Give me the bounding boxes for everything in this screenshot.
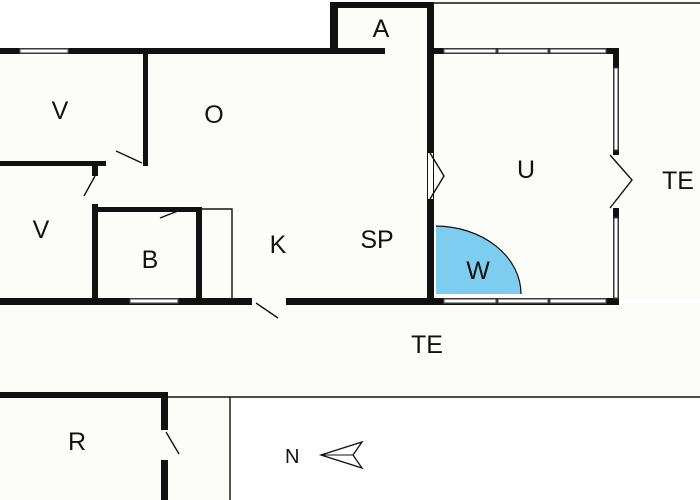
door-swing	[159, 208, 184, 219]
compass: N	[285, 440, 364, 470]
window	[129, 298, 179, 304]
door-swing	[165, 431, 180, 455]
door-swing	[115, 150, 143, 164]
room-label-u: U	[517, 156, 535, 184]
terrace-floor-bottom	[0, 303, 700, 398]
window	[549, 298, 607, 304]
door-opening	[609, 155, 623, 208]
room-labels: A O V V B K SP U W TE TE R	[33, 15, 694, 456]
room-label-o: O	[204, 101, 223, 129]
door-opening	[428, 153, 433, 199]
storage-room-floor	[0, 396, 163, 500]
room-label-k: K	[270, 231, 287, 259]
wellness-area	[436, 226, 521, 294]
door-swing	[609, 154, 633, 209]
room-label-r: R	[68, 428, 86, 456]
room-label-v-top: V	[52, 97, 69, 125]
room-label-a: A	[373, 15, 390, 43]
window	[497, 298, 549, 304]
door-swing	[429, 152, 445, 200]
outdoor-outlines	[165, 2, 700, 500]
thin-partitions	[202, 208, 233, 298]
compass-label: N	[285, 446, 299, 468]
window	[613, 217, 619, 299]
room-label-w: W	[466, 257, 490, 285]
door-swing	[255, 302, 279, 319]
door-opening	[252, 297, 286, 306]
window	[19, 48, 69, 54]
wellness-door-arc	[435, 225, 522, 295]
room-label-te-bottom: TE	[411, 331, 443, 359]
door-swing	[83, 175, 96, 197]
annex-floor	[334, 5, 430, 53]
window	[613, 67, 619, 151]
lower-terrace-outline	[229, 396, 700, 500]
door-opening	[160, 430, 169, 460]
door-opening	[91, 176, 99, 204]
window	[549, 48, 607, 54]
doors	[83, 150, 633, 460]
room-label-v-bottom: V	[33, 216, 50, 244]
windows	[19, 48, 619, 304]
room-label-b: B	[142, 246, 159, 274]
room-label-sp: SP	[360, 226, 393, 254]
room-label-te-right: TE	[662, 167, 694, 195]
window	[443, 298, 497, 304]
house-floor	[0, 50, 432, 303]
window	[443, 48, 497, 54]
window	[497, 48, 549, 54]
